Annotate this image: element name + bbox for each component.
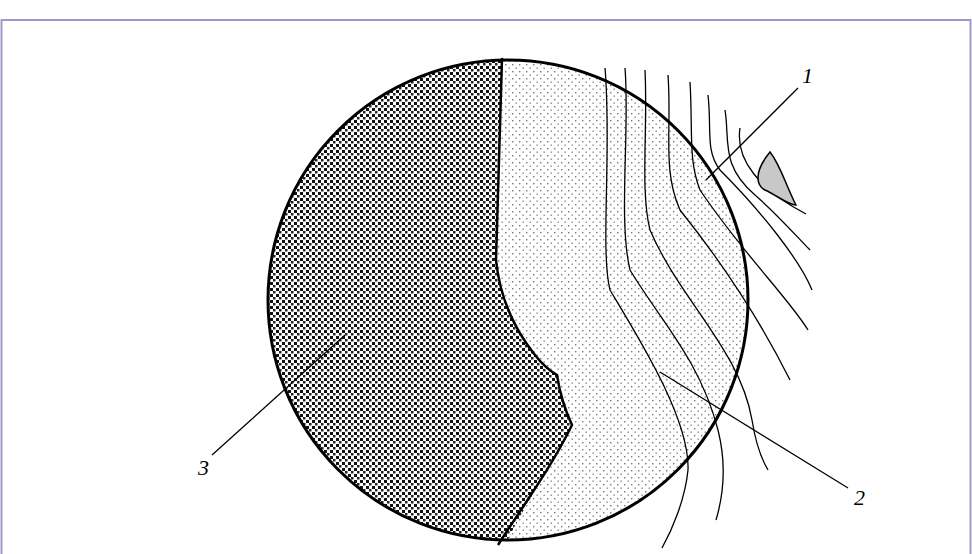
final-fracture-zone xyxy=(260,55,572,554)
callout-number: 1 xyxy=(800,64,815,88)
crack-origin xyxy=(758,152,796,205)
callout-number: 3 xyxy=(196,456,211,480)
callout-number: 2 xyxy=(852,486,867,510)
zone-boundary xyxy=(496,58,572,545)
leader-lines xyxy=(212,88,848,488)
frame xyxy=(2,20,971,554)
beach-marks xyxy=(605,68,812,548)
specimen-section xyxy=(268,60,748,540)
